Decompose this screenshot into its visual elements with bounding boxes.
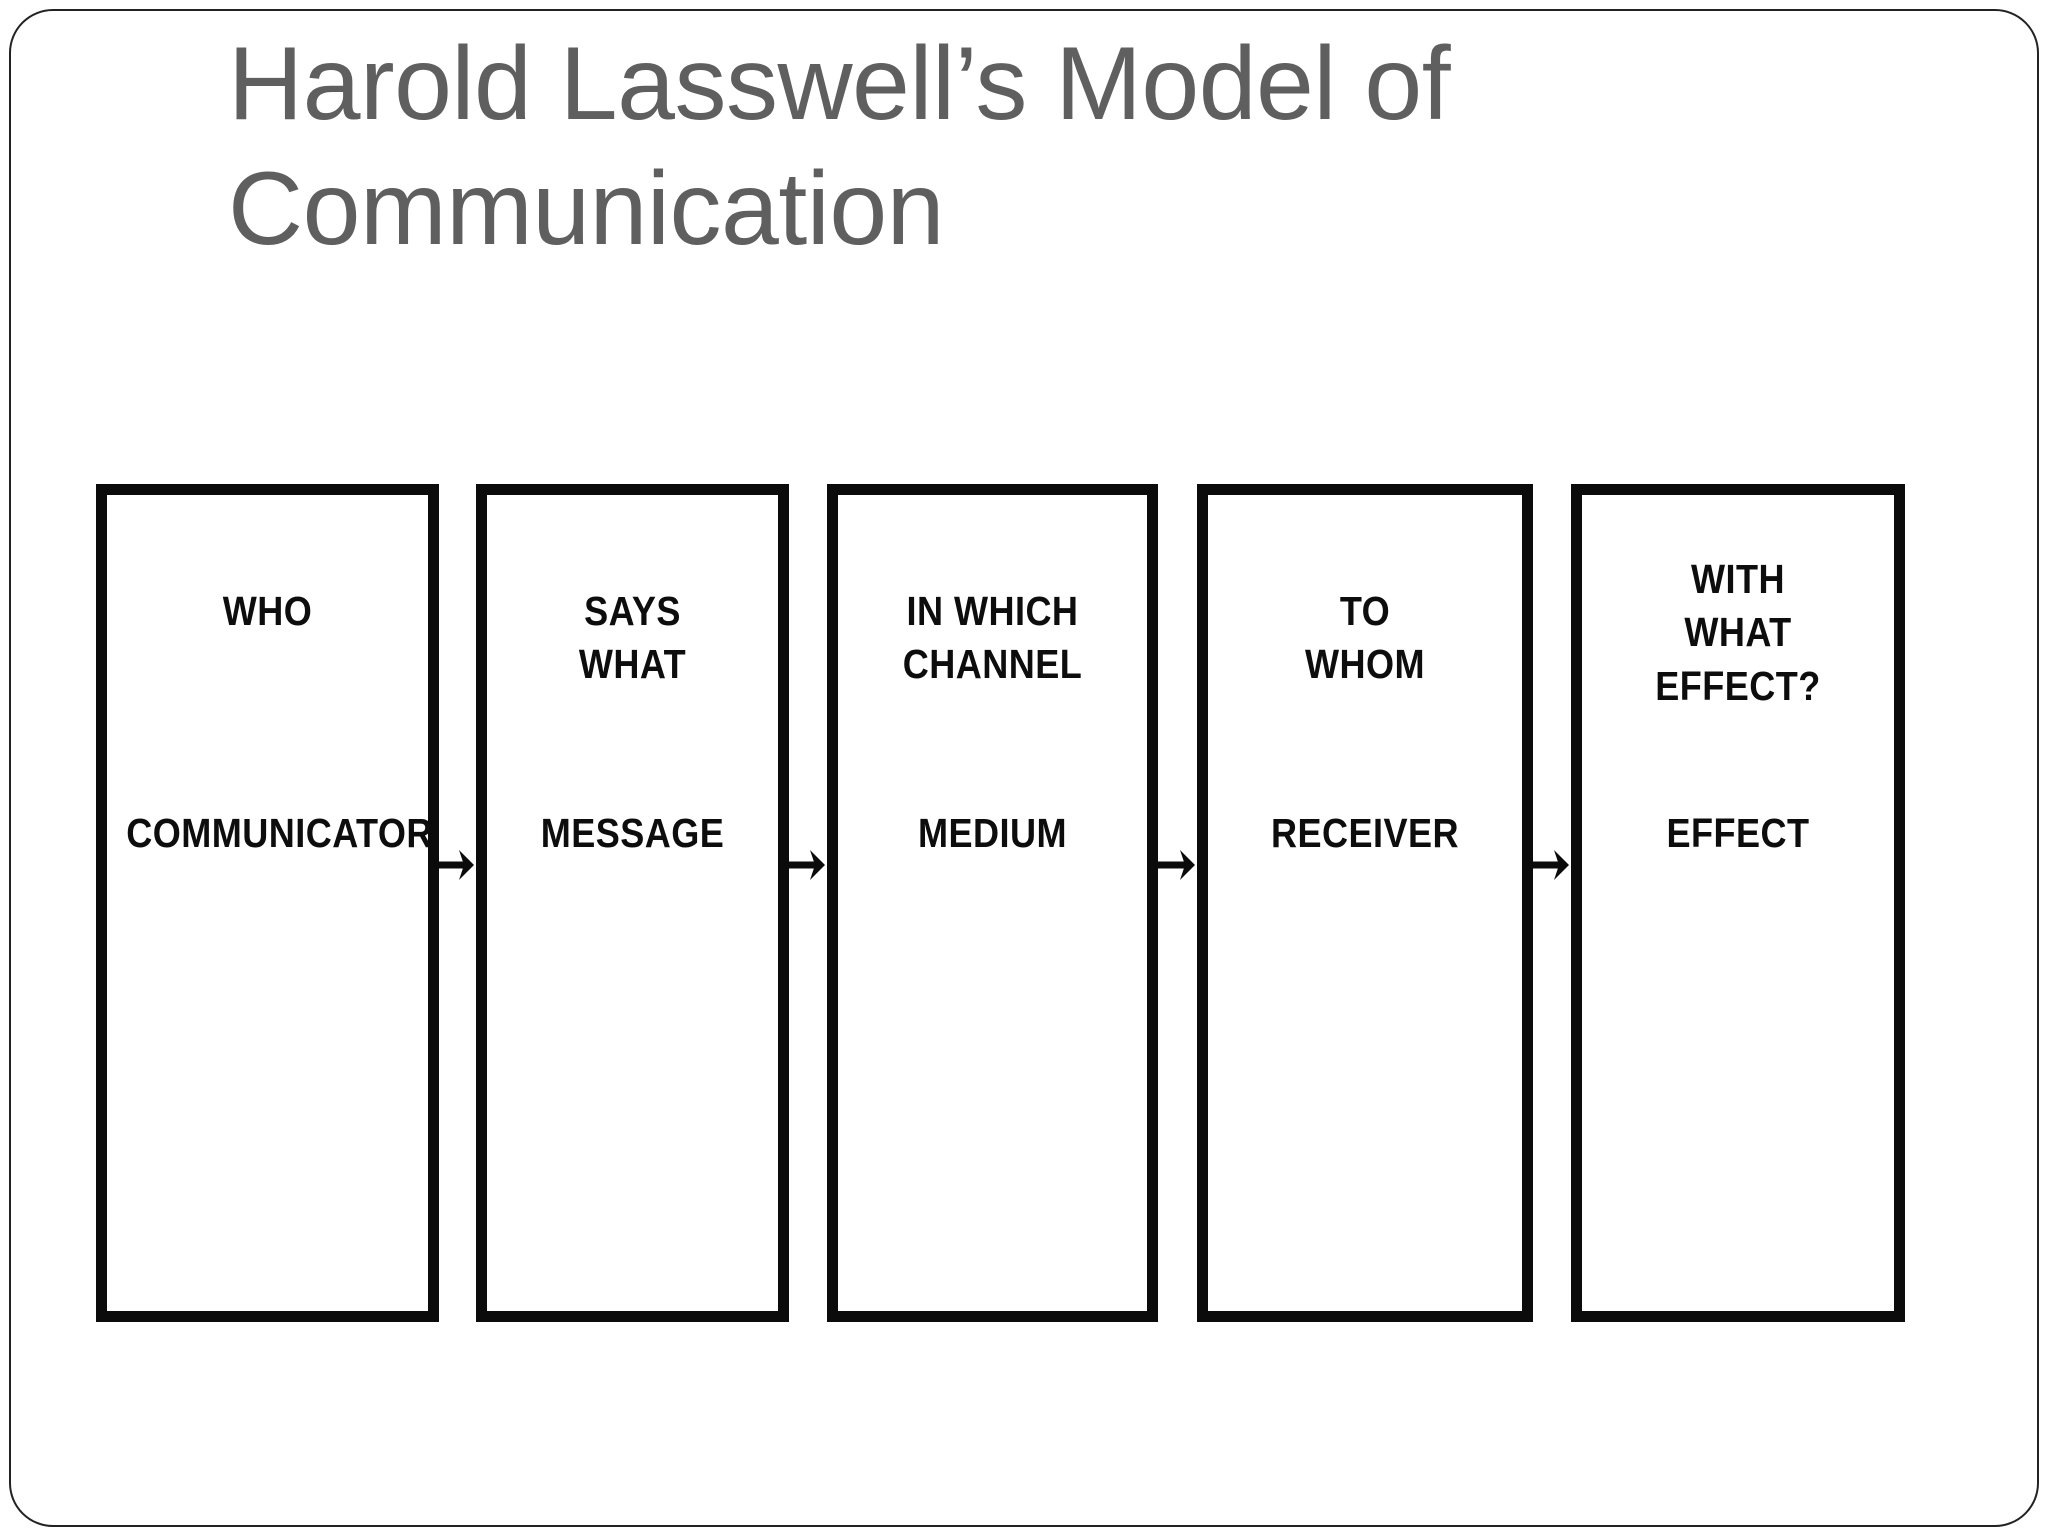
lasswell-model-diagram: WHO COMMUNICATOR SAYS WHAT MESSAGE IN WH… xyxy=(96,484,1960,1322)
flow-box-says-what-question: SAYS WHAT xyxy=(578,588,687,688)
right-arrow-icon-2 xyxy=(789,846,827,882)
flow-box-with-what-effect[interactable]: WITH WHAT EFFECT? EFFECT xyxy=(1571,484,1905,1322)
flow-box-to-whom[interactable]: TO WHOM RECEIVER xyxy=(1197,484,1533,1322)
flow-box-to-whom-question: TO WHOM xyxy=(1304,588,1425,688)
flow-box-in-which-channel-element: MEDIUM xyxy=(918,810,1067,856)
flow-box-says-what-element: MESSAGE xyxy=(540,810,725,856)
right-arrow-icon-1 xyxy=(439,846,476,882)
flow-box-to-whom-element: RECEIVER xyxy=(1271,810,1459,856)
page-title: Harold Lasswell’s Model of Communication xyxy=(228,26,1451,267)
flow-box-who[interactable]: WHO COMMUNICATOR xyxy=(96,484,439,1322)
flow-box-who-element: COMMUNICATOR xyxy=(126,810,433,856)
flow-box-in-which-channel-question: IN WHICH CHANNEL xyxy=(902,588,1083,688)
flow-box-with-what-effect-element: EFFECT xyxy=(1666,810,1810,856)
flow-box-with-what-effect-question: WITH WHAT EFFECT? xyxy=(1655,556,1821,709)
right-arrow-icon-3 xyxy=(1158,846,1197,882)
flow-box-who-question: WHO xyxy=(222,588,313,634)
flow-box-says-what[interactable]: SAYS WHAT MESSAGE xyxy=(476,484,789,1322)
right-arrow-icon-4 xyxy=(1533,846,1571,882)
flow-box-in-which-channel[interactable]: IN WHICH CHANNEL MEDIUM xyxy=(827,484,1158,1322)
